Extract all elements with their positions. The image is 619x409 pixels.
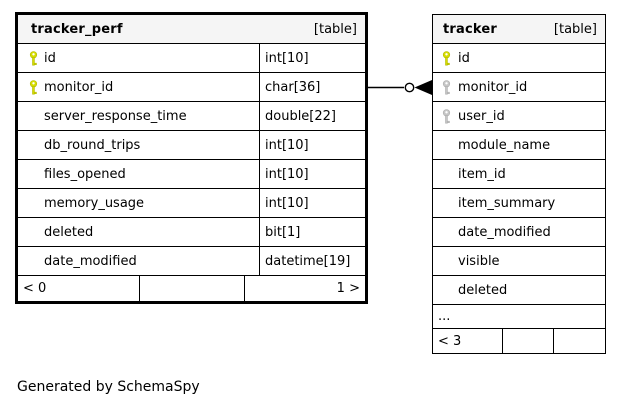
column-name: deleted	[458, 282, 508, 298]
column-row-item-id: item_id	[433, 160, 605, 189]
table-title[interactable]: tracker_perf	[31, 21, 123, 37]
table-type-badge: [table]	[553, 21, 597, 37]
footer-children-count: < 0	[23, 281, 47, 296]
table-node-tracker-perf: tracker_perf [table] id int[10] monitor_…	[15, 12, 368, 304]
foreign-key-icon	[442, 79, 451, 95]
column-row-date-modified: date_modified datetime[19]	[18, 247, 365, 276]
table-header-tracker-perf[interactable]: tracker_perf [table]	[18, 15, 365, 44]
column-type: int[10]	[259, 44, 365, 72]
column-row-id: id int[10]	[18, 44, 365, 73]
column-name: module_name	[458, 137, 551, 153]
column-name: visible	[458, 253, 500, 269]
table-title[interactable]: tracker	[443, 21, 498, 37]
column-row-module-name: module_name	[433, 131, 605, 160]
column-type: int[10]	[259, 160, 365, 188]
column-name: date_modified	[44, 253, 137, 269]
column-name: db_round_trips	[44, 137, 141, 153]
crow-foot-arrow	[414, 80, 432, 95]
column-name: user_id	[458, 108, 505, 124]
column-row-memory-usage: memory_usage int[10]	[18, 189, 365, 218]
column-name: item_summary	[458, 195, 556, 211]
column-row-deleted: deleted	[433, 276, 605, 305]
column-name: item_id	[458, 166, 506, 182]
column-row-monitor-id: monitor_id	[433, 73, 605, 102]
column-type: datetime[19]	[259, 247, 365, 275]
column-type: int[10]	[259, 131, 365, 159]
table-node-tracker: tracker [table] id monitor_id user_id	[432, 14, 606, 354]
zero-cardinality-circle	[404, 82, 415, 93]
column-name: server_response_time	[44, 108, 187, 124]
column-name: id	[458, 50, 470, 66]
hidden-columns-ellipsis: ...	[433, 305, 605, 329]
column-type: int[10]	[259, 189, 365, 217]
column-type: bit[1]	[259, 218, 365, 246]
table-footer: < 3	[433, 329, 605, 353]
column-name: date_modified	[458, 224, 551, 240]
column-row-date-modified: date_modified	[433, 218, 605, 247]
table-footer: < 0 1 >	[18, 276, 365, 301]
column-row-deleted: deleted bit[1]	[18, 218, 365, 247]
column-row-visible: visible	[433, 247, 605, 276]
column-row-server-response-time: server_response_time double[22]	[18, 102, 365, 131]
column-name: memory_usage	[44, 195, 145, 211]
column-name: files_opened	[44, 166, 126, 182]
table-type-badge: [table]	[313, 21, 357, 37]
column-name: deleted	[44, 224, 94, 240]
column-type: double[22]	[259, 102, 365, 130]
primary-key-icon	[442, 50, 451, 66]
footer-children-count: < 3	[438, 333, 462, 349]
footer-middle-cell	[501, 329, 554, 353]
column-row-monitor-id: monitor_id char[36]	[18, 73, 365, 102]
table-header-tracker[interactable]: tracker [table]	[433, 15, 605, 44]
column-name: id	[44, 50, 56, 66]
column-row-id: id	[433, 44, 605, 73]
column-row-db-round-trips: db_round_trips int[10]	[18, 131, 365, 160]
generated-by-note: Generated by SchemaSpy	[17, 379, 200, 395]
column-row-item-summary: item_summary	[433, 189, 605, 218]
primary-key-icon	[29, 79, 38, 95]
column-row-user-id: user_id	[433, 102, 605, 131]
column-name: monitor_id	[44, 79, 114, 95]
column-type: char[36]	[259, 73, 365, 101]
column-name: monitor_id	[458, 79, 528, 95]
footer-right-cell	[553, 329, 605, 353]
foreign-key-icon	[442, 108, 451, 124]
primary-key-icon	[29, 50, 38, 66]
footer-middle-cell	[139, 276, 243, 301]
column-row-files-opened: files_opened int[10]	[18, 160, 365, 189]
footer-parents-count: 1 >	[243, 276, 365, 301]
